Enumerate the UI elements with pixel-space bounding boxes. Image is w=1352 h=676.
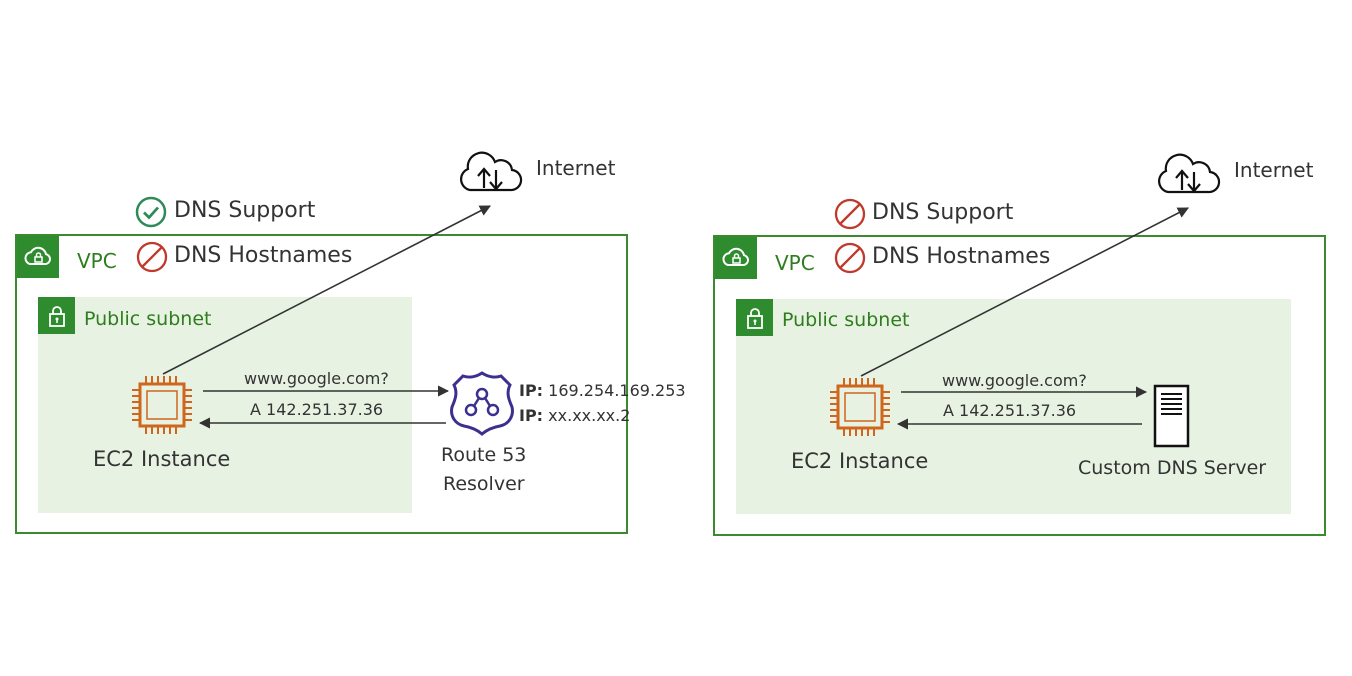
left-internet-arrow (162, 205, 491, 375)
subnet-lock-icon (736, 299, 773, 336)
subnet-lock-icon (38, 297, 75, 334)
server-icon (1153, 384, 1190, 448)
right-internet-label: Internet (1234, 158, 1314, 182)
resolver-ip2-value: xx.xx.xx.2 (543, 406, 631, 425)
left-vpc-box (15, 234, 628, 534)
internet-cloud-icon (1158, 153, 1221, 194)
check-circle-icon (135, 196, 167, 228)
ec2-chip-icon (132, 376, 192, 434)
ec2-chip-icon (830, 378, 890, 436)
resolver-label-line2: Resolver (443, 473, 525, 495)
right-subnet-label: Public subnet (782, 309, 910, 331)
resolver-label-line1: Route 53 (441, 444, 527, 466)
right-vpc-box (713, 235, 1326, 536)
left-vpc-label: VPC (77, 249, 117, 273)
right-internet-arrow (860, 207, 1189, 377)
left-query-label: www.google.com? (244, 369, 389, 388)
vpc-cloud-icon (715, 237, 757, 279)
left-subnet-label: Public subnet (84, 308, 212, 330)
right-public-subnet (736, 299, 1291, 514)
left-public-subnet (38, 297, 412, 513)
prohibited-icon (834, 198, 866, 230)
right-vpc-label: VPC (775, 251, 815, 275)
left-internet-label: Internet (536, 156, 616, 180)
resolver-ip1-value: 169.254.169.253 (543, 381, 686, 400)
right-dns-support-label: DNS Support (872, 200, 1014, 225)
left-answer-label: A 142.251.37.36 (250, 400, 384, 419)
left-ec2-label: EC2 Instance (93, 447, 231, 471)
internet-cloud-icon (460, 151, 523, 192)
resolver-ip1-key: IP: (519, 381, 544, 400)
right-query-label: www.google.com? (942, 371, 1087, 390)
resolver-ip2-key: IP: (519, 406, 544, 425)
custom-dns-server-label: Custom DNS Server (1078, 457, 1267, 479)
vpc-cloud-icon (17, 236, 59, 278)
route53-resolver-icon (450, 371, 514, 436)
left-dns-support-label: DNS Support (174, 198, 316, 223)
right-ec2-label: EC2 Instance (791, 449, 929, 473)
resolver-ip1: IP: 169.254.169.253 (519, 381, 686, 400)
resolver-ip2: IP: xx.xx.xx.2 (519, 406, 630, 425)
prohibited-icon (136, 241, 168, 273)
left-dns-hostnames-label: DNS Hostnames (174, 243, 353, 268)
prohibited-icon (834, 242, 866, 274)
right-answer-label: A 142.251.37.36 (943, 401, 1077, 420)
right-dns-hostnames-label: DNS Hostnames (872, 244, 1051, 269)
